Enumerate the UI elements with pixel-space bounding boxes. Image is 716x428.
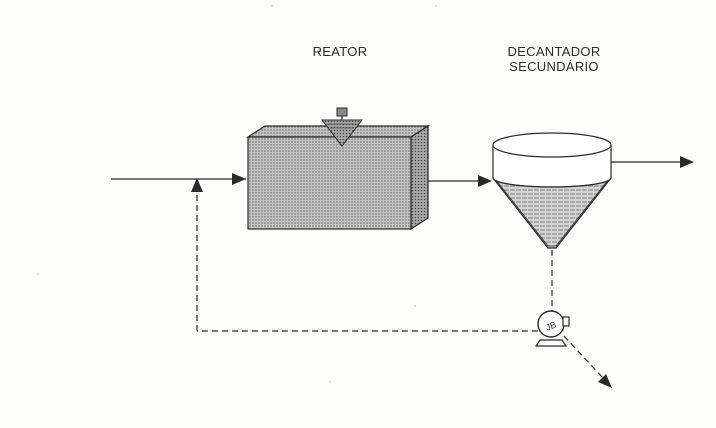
return-arrow-icon <box>191 178 203 192</box>
reactor-front-face <box>247 136 412 230</box>
secondary-clarifier <box>492 132 612 249</box>
effluent-arrow-icon <box>680 156 694 168</box>
decanter-label-line2: SECUNDÁRIO <box>509 59 599 74</box>
effluent-line <box>611 156 694 168</box>
influent-arrow-icon <box>232 173 246 185</box>
reactor-outflow-arrow-icon <box>478 175 492 187</box>
pump-icon: JB <box>534 310 570 347</box>
aerator-icon <box>320 107 364 147</box>
excess-sludge-arrow-icon <box>598 374 612 388</box>
influent-line <box>111 173 246 185</box>
clarifier-top-ellipse <box>492 132 612 158</box>
clarifier-cone <box>492 176 612 249</box>
scan-specks <box>37 5 437 383</box>
decanter-label: DECANTADOR SECUNDÁRIO <box>484 44 624 74</box>
return-sludge-line <box>191 178 538 332</box>
reactor-side-face <box>410 124 429 231</box>
excess-sludge-line <box>563 335 612 388</box>
svg-text:JB: JB <box>544 320 557 333</box>
reactor-outflow-line <box>428 175 492 187</box>
reactor-label: REATOR <box>312 44 368 59</box>
decanter-label-line1: DECANTADOR <box>507 44 601 59</box>
